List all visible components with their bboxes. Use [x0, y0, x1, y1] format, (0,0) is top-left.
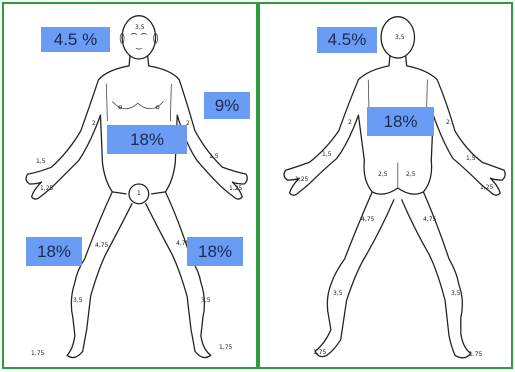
- front-label-hand-left: 1,25: [40, 185, 53, 192]
- back-label-upper-arm-right: 2: [446, 119, 450, 126]
- back-view-panel: 3,5 2 2 1,5 1,5 1,25 1,25 2,5 2,5 4,75 4…: [258, 2, 513, 369]
- back-label-foot-left: 1,75: [313, 349, 326, 356]
- front-label-genitals: 1: [137, 190, 141, 197]
- front-right-leg-percentage-badge: 18%: [187, 237, 243, 266]
- front-label-forearm-right: 1,5: [209, 153, 219, 160]
- back-label-thigh-left: 4,75: [361, 216, 374, 223]
- back-torso-percentage-badge: 18%: [367, 107, 434, 136]
- front-label-calf-left: 3,5: [73, 297, 83, 304]
- front-legs-outline: [67, 192, 132, 358]
- front-torso-percentage-badge: 18%: [107, 125, 187, 154]
- front-head-outline: [122, 16, 155, 59]
- back-body-figure: [260, 4, 511, 367]
- front-label-calf-right: 3,5: [201, 297, 211, 304]
- front-label-thigh-left: 4,75: [95, 242, 108, 249]
- front-left-leg-percentage-badge: 18%: [26, 237, 82, 266]
- back-label-buttock-right: 2,5: [406, 171, 416, 178]
- back-label-thigh-right: 4,75: [423, 216, 436, 223]
- front-label-foot-left: 1,75: [31, 350, 44, 357]
- front-head-percentage-badge: 4.5 %: [41, 27, 110, 52]
- front-arm-percentage-badge: 9%: [204, 92, 250, 119]
- front-label-forearm-left: 1,5: [36, 158, 46, 165]
- back-label-head: 3,5: [395, 34, 405, 41]
- front-label-foot-right: 1,75: [219, 344, 232, 351]
- front-label-hand-right: 1,25: [229, 185, 242, 192]
- back-label-forearm-left: 1,5: [322, 151, 332, 158]
- back-label-calf-right: 3,5: [451, 290, 461, 297]
- front-label-upper-arm-left: 2: [92, 120, 96, 127]
- back-head-percentage-badge: 4.5%: [317, 27, 377, 53]
- back-label-forearm-right: 1,5: [466, 155, 476, 162]
- back-legs-outline: [315, 192, 394, 357]
- back-label-upper-arm-left: 2: [348, 119, 352, 126]
- back-label-hand-right: 1,25: [480, 184, 493, 191]
- front-view-panel: 3,5 2 2 1,5 1,5 1,25 1,25 1 4,75 4,75 3,…: [2, 2, 258, 369]
- back-label-buttock-left: 2,5: [378, 171, 388, 178]
- back-label-foot-right: 1,75: [469, 351, 482, 358]
- front-label-head: 3,5: [135, 24, 145, 31]
- back-label-calf-left: 3,5: [333, 290, 343, 297]
- back-label-hand-left: 1,25: [295, 176, 308, 183]
